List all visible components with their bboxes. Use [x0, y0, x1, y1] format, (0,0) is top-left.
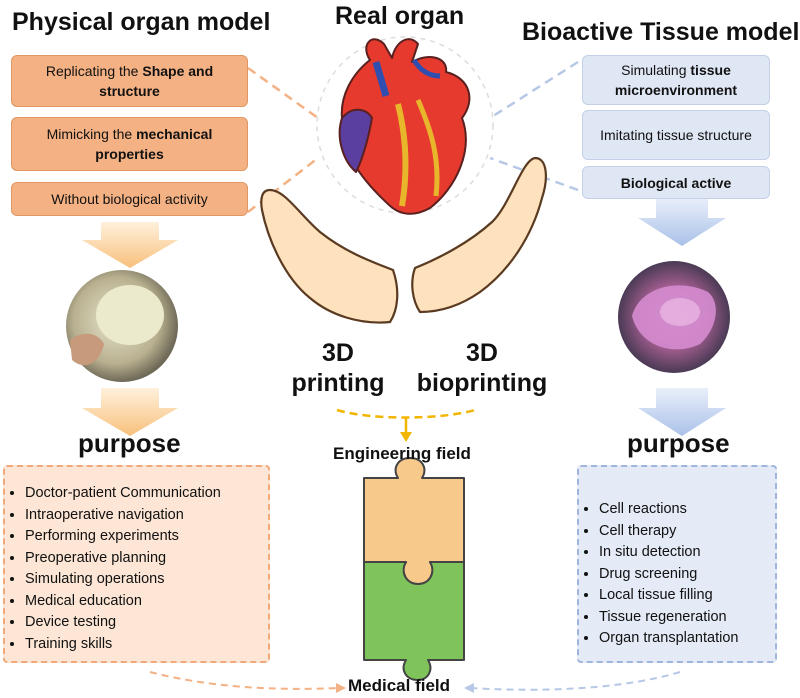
hands-icon — [260, 156, 547, 324]
heart-icon — [338, 38, 471, 215]
right-medical-connector — [469, 671, 681, 691]
left-box-mechanical: Mimicking the mechanical properties — [11, 117, 248, 171]
list-item: Doctor-patient Communication — [25, 483, 268, 505]
right-box-biological-active: Biological active — [582, 166, 770, 199]
medical-field-label: Medical field — [348, 676, 451, 695]
left-connector-lines — [247, 66, 319, 213]
left-box-biological: Without biological activity — [11, 182, 248, 216]
left-arrow-bottom — [82, 388, 178, 436]
list-item: Local tissue filling — [599, 585, 775, 607]
printing-connector — [336, 408, 476, 419]
real-organ-title: Real organ — [335, 2, 465, 30]
bioactive-model-title: Bioactive Tissue model — [522, 18, 800, 46]
puzzle-bottom-piece — [363, 561, 465, 681]
right-box-biological-active-bold: Biological active — [620, 174, 732, 191]
bioactive-model-photo — [618, 261, 730, 373]
right-box-microenvironment: Simulating tissue microenvironment — [582, 55, 770, 105]
list-item: Tissue regeneration — [599, 607, 775, 629]
physical-model-photo — [66, 270, 178, 382]
list-item: Performing experiments — [25, 526, 268, 548]
right-purpose-list: Cell reactions Cell therapy In situ dete… — [577, 465, 777, 663]
right-box-structure: Imitating tissue structure — [582, 110, 770, 160]
right-arrow-bottom — [638, 388, 726, 436]
list-item: Medical education — [25, 591, 268, 613]
list-item: Training skills — [25, 634, 268, 656]
left-box-mechanical-bold: mechanical properties — [95, 126, 213, 162]
puzzle-icon — [363, 457, 465, 681]
list-item: Drug screening — [599, 564, 775, 586]
left-arrow-top — [82, 222, 178, 268]
right-arrow-top — [638, 198, 726, 246]
list-item: Intraoperative navigation — [25, 505, 268, 527]
right-box-micro-text: Simulating — [621, 62, 691, 78]
bioprinting-label: 3D bioprinting — [416, 339, 548, 397]
list-item: Cell reactions — [599, 499, 775, 521]
physical-model-title: Physical organ model — [12, 8, 271, 36]
left-box-shape-text: Replicating the — [45, 63, 143, 79]
right-box-micro-bold: tissue microenvironment — [614, 62, 738, 98]
left-purpose-list: Doctor-patient Communication Intraoperat… — [3, 465, 270, 663]
left-box-mechanical-text: Mimicking the — [46, 126, 137, 142]
right-box-structure-text: Imitating tissue structure — [600, 127, 752, 143]
engineering-field-label: Engineering field — [333, 444, 471, 463]
list-item: Preoperative planning — [25, 548, 268, 570]
left-box-shape-bold: Shape and structure — [99, 63, 214, 99]
list-item: Simulating operations — [25, 569, 268, 591]
list-item: Device testing — [25, 612, 268, 634]
organ-circle — [316, 36, 494, 214]
left-medical-connector — [149, 671, 341, 690]
list-item: Cell therapy — [599, 521, 775, 543]
right-purpose-label: purpose — [627, 428, 730, 458]
left-purpose-label: purpose — [78, 428, 181, 458]
list-item: In situ detection — [599, 542, 775, 564]
left-box-shape: Replicating the Shape and structure — [11, 55, 248, 107]
printing-label: 3D printing — [291, 339, 385, 397]
list-item: Organ transplantation — [599, 628, 775, 650]
left-box-biological-text: Without biological activity — [51, 191, 208, 207]
